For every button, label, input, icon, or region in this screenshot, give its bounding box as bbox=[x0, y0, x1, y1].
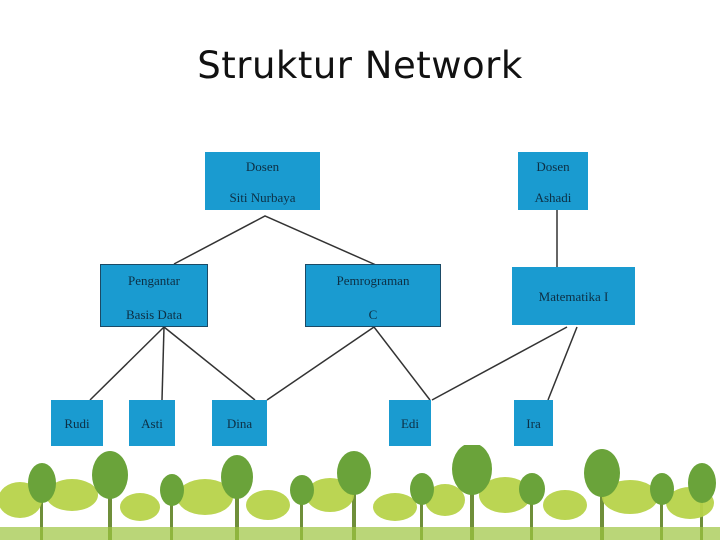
node-pemrograman-c: Pemrograman C bbox=[305, 264, 441, 327]
node-line: Pemrograman bbox=[336, 273, 410, 288]
edge-matematika-to-edi bbox=[431, 326, 568, 401]
node-dosen-siti-nurbaya: Dosen Siti Nurbaya bbox=[205, 152, 320, 210]
node-line: Ashadi bbox=[534, 190, 572, 205]
edge-basis-data-to-dina bbox=[163, 326, 256, 401]
node-ira: Ira bbox=[514, 400, 553, 446]
node-matematika-i: Matematika I bbox=[512, 267, 635, 325]
node-pengantar-basis-data: Pengantar Basis Data bbox=[100, 264, 208, 327]
node-line: Asti bbox=[141, 416, 163, 431]
edge-pemrograman-to-edi bbox=[373, 326, 431, 401]
node-line: C bbox=[368, 307, 378, 322]
tree-border-decoration bbox=[0, 445, 720, 540]
node-rudi: Rudi bbox=[51, 400, 103, 446]
edge-pemrograman-to-dina bbox=[266, 326, 375, 401]
node-line: Pengantar bbox=[128, 273, 180, 288]
node-edi: Edi bbox=[389, 400, 431, 446]
node-line: Dosen bbox=[536, 159, 570, 174]
edge-matematika-to-ira bbox=[547, 326, 578, 401]
node-line: Edi bbox=[400, 416, 420, 431]
edge-basis-data-to-rudi bbox=[89, 326, 165, 401]
node-line: Basis Data bbox=[126, 307, 182, 322]
node-line: Siti Nurbaya bbox=[229, 190, 296, 205]
node-dina: Dina bbox=[212, 400, 267, 446]
node-line: Dosen bbox=[245, 159, 280, 174]
node-line: Rudi bbox=[64, 416, 90, 431]
tree-silhouettes-icon bbox=[0, 445, 720, 540]
node-line: Matematika I bbox=[538, 289, 609, 304]
node-asti: Asti bbox=[129, 400, 175, 446]
edge-basis-data-to-asti bbox=[161, 326, 165, 401]
edge-dosen-siti-to-courses bbox=[173, 215, 377, 266]
node-line: Dina bbox=[226, 416, 253, 431]
slide-title: Struktur Network bbox=[197, 44, 523, 87]
node-dosen-ashadi: Dosen Ashadi bbox=[518, 152, 588, 210]
node-line: Ira bbox=[526, 416, 541, 431]
